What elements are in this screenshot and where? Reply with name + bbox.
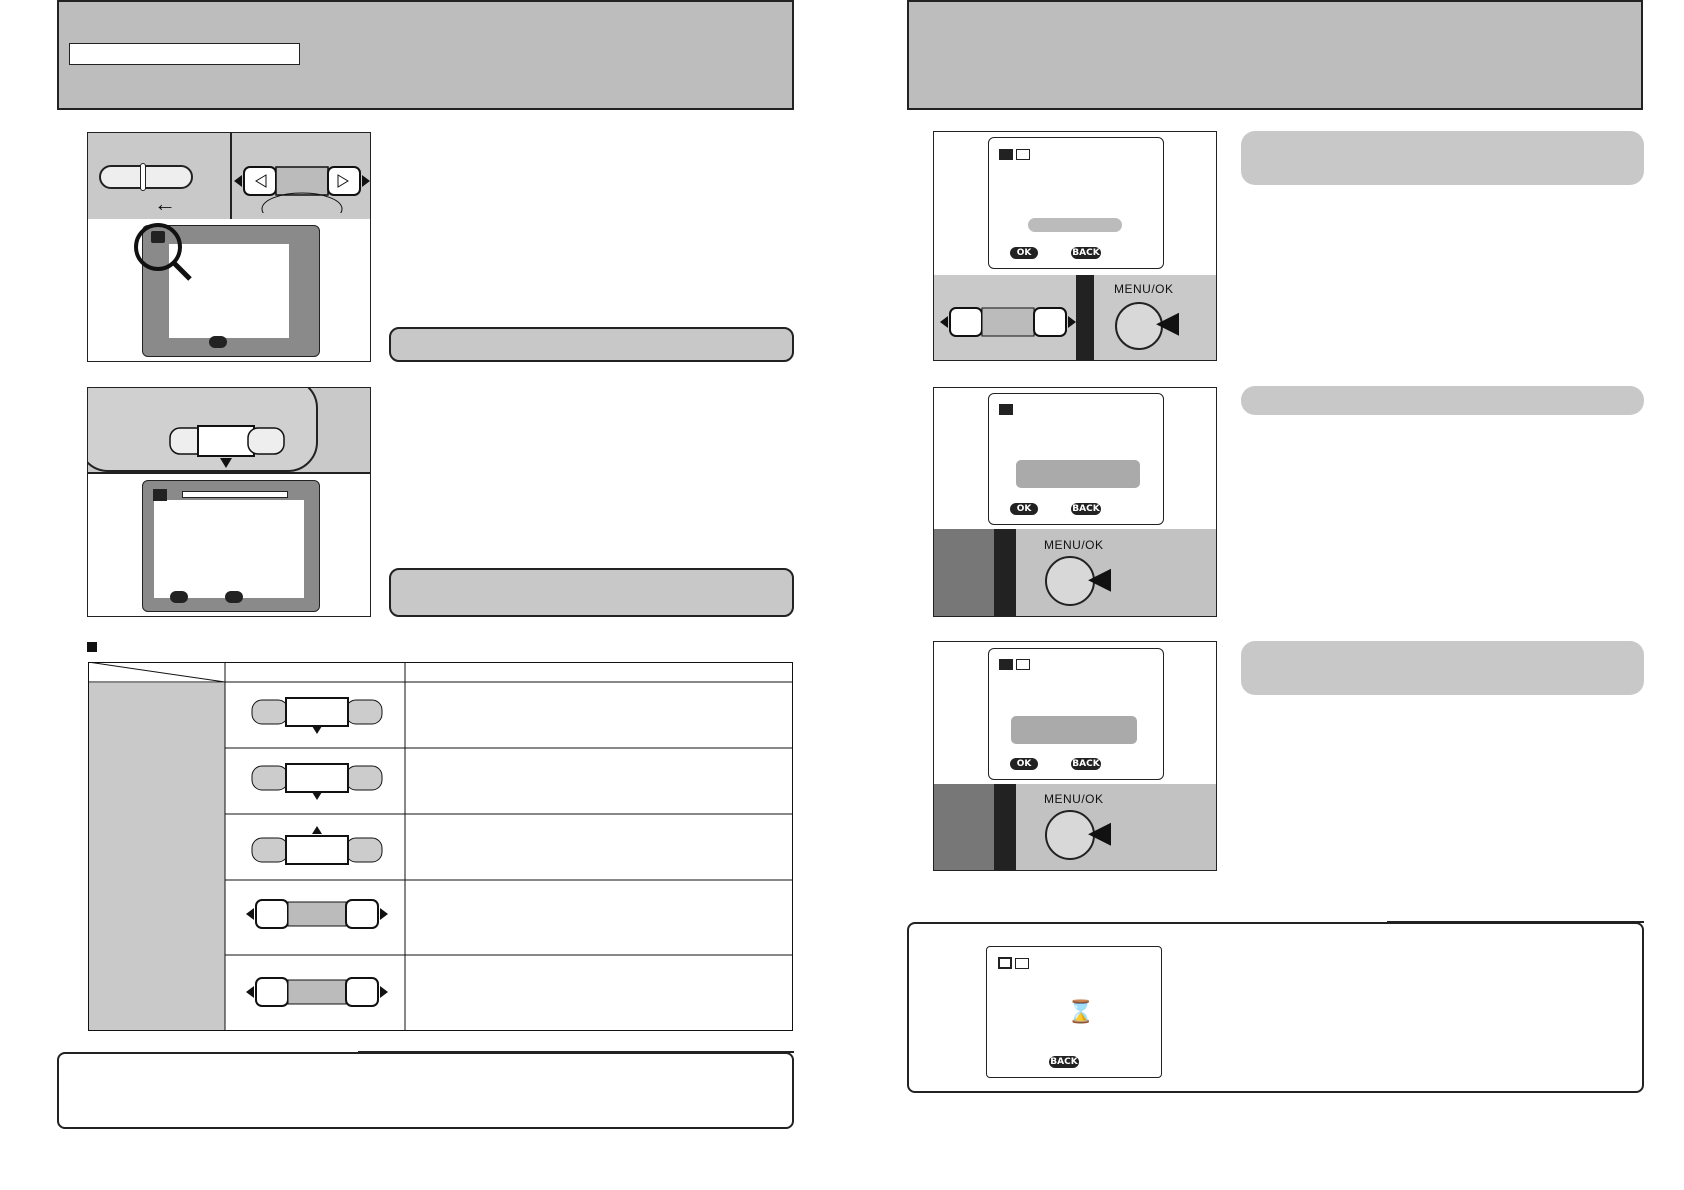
menu-option-bar — [1028, 218, 1122, 232]
figure-protect-step-3: OK BACK MENU/OK ◀ — [933, 641, 1217, 871]
rocker-control-3[interactable] — [938, 292, 1078, 352]
back-tag: BACK — [1071, 758, 1101, 770]
mode-switch-knob — [140, 163, 146, 191]
protect-icon — [999, 659, 1013, 670]
figure-protect-step-1: OK BACK MENU/OK ◀ — [933, 131, 1217, 361]
left-header-title-box — [69, 43, 300, 65]
right-header-band — [907, 0, 1643, 110]
menu-ok-label: MENU/OK — [1114, 282, 1174, 296]
right-caption-pill-1 — [1241, 131, 1644, 185]
menu-ok-label: MENU/OK — [1044, 538, 1104, 552]
left-note-box — [57, 1052, 794, 1129]
camera-dark-edge — [934, 529, 994, 616]
back-tag: BACK — [1049, 1056, 1079, 1068]
protect-icon — [1015, 958, 1029, 969]
section-bullet — [87, 642, 97, 652]
rocker-icon-left-right-1 — [246, 899, 388, 929]
camera-dark-edge — [934, 784, 994, 870]
panel-divider — [230, 133, 232, 219]
left-caption-pill-1 — [389, 327, 794, 362]
rocker-control-2[interactable] — [168, 410, 308, 470]
press-arrow-icon: ◀ — [1088, 562, 1112, 595]
menu-ok-button[interactable] — [1115, 302, 1163, 350]
press-arrow-icon: ◀ — [1156, 306, 1180, 339]
panel-divider-v — [1076, 275, 1094, 360]
menu-option-bar — [1011, 716, 1137, 744]
menu-ok-button[interactable] — [1045, 810, 1095, 860]
figure-protect-step-2: OK BACK MENU/OK ◀ — [933, 387, 1217, 617]
playback-icon — [998, 957, 1012, 969]
rocker-icon-down-1 — [251, 697, 383, 734]
protect-icon — [1016, 149, 1030, 160]
movie-icon — [153, 489, 167, 501]
protect-icon — [999, 149, 1013, 160]
rocker-icon-left-right-2 — [246, 977, 388, 1007]
menu-ok-button[interactable] — [1045, 556, 1095, 606]
rocker-icon-up — [251, 826, 383, 865]
operations-table — [88, 662, 793, 1031]
left-caption-pill-2 — [389, 568, 794, 617]
progress-bar — [182, 491, 288, 498]
menu-ok-label: MENU/OK — [1044, 792, 1104, 806]
lcd-screen-2 — [154, 500, 304, 598]
panel-divider-h — [88, 472, 370, 474]
movie-icon — [151, 231, 165, 243]
back-tag: BACK — [1071, 247, 1101, 259]
left-note-rule — [358, 1051, 794, 1053]
mode-switch[interactable] — [99, 165, 193, 189]
lcd-screen — [169, 244, 289, 338]
right-caption-pill-2 — [1241, 386, 1644, 415]
ok-tag: OK — [1010, 247, 1038, 259]
up-arrow-button-icon — [170, 591, 188, 603]
right-note-rule — [1387, 921, 1644, 923]
left-arrow-icon: ← — [154, 191, 176, 216]
down-arrow-button-icon — [225, 591, 243, 603]
press-arrow-icon: ◀ — [1088, 816, 1112, 849]
left-header-band — [57, 0, 794, 110]
figure-playback-control — [87, 387, 371, 617]
hourglass-icon: ⌛ — [1067, 999, 1095, 1024]
protect-icon — [999, 404, 1013, 415]
figure-mode-switch: ← — [87, 132, 371, 362]
menu-option-bar — [1016, 460, 1140, 488]
right-caption-pill-3 — [1241, 641, 1644, 695]
rocker-icon-down-2 — [251, 763, 383, 800]
panel-divider-v — [994, 529, 1016, 616]
ok-tag: OK — [1010, 503, 1038, 515]
rocker-control[interactable] — [232, 143, 371, 213]
magnifier-icon — [134, 223, 192, 281]
back-tag: BACK — [1071, 503, 1101, 515]
panel-divider-v — [994, 784, 1016, 870]
down-arrow-button-icon — [209, 336, 227, 348]
ok-tag: OK — [1010, 758, 1038, 770]
protect-icon — [1016, 659, 1030, 670]
